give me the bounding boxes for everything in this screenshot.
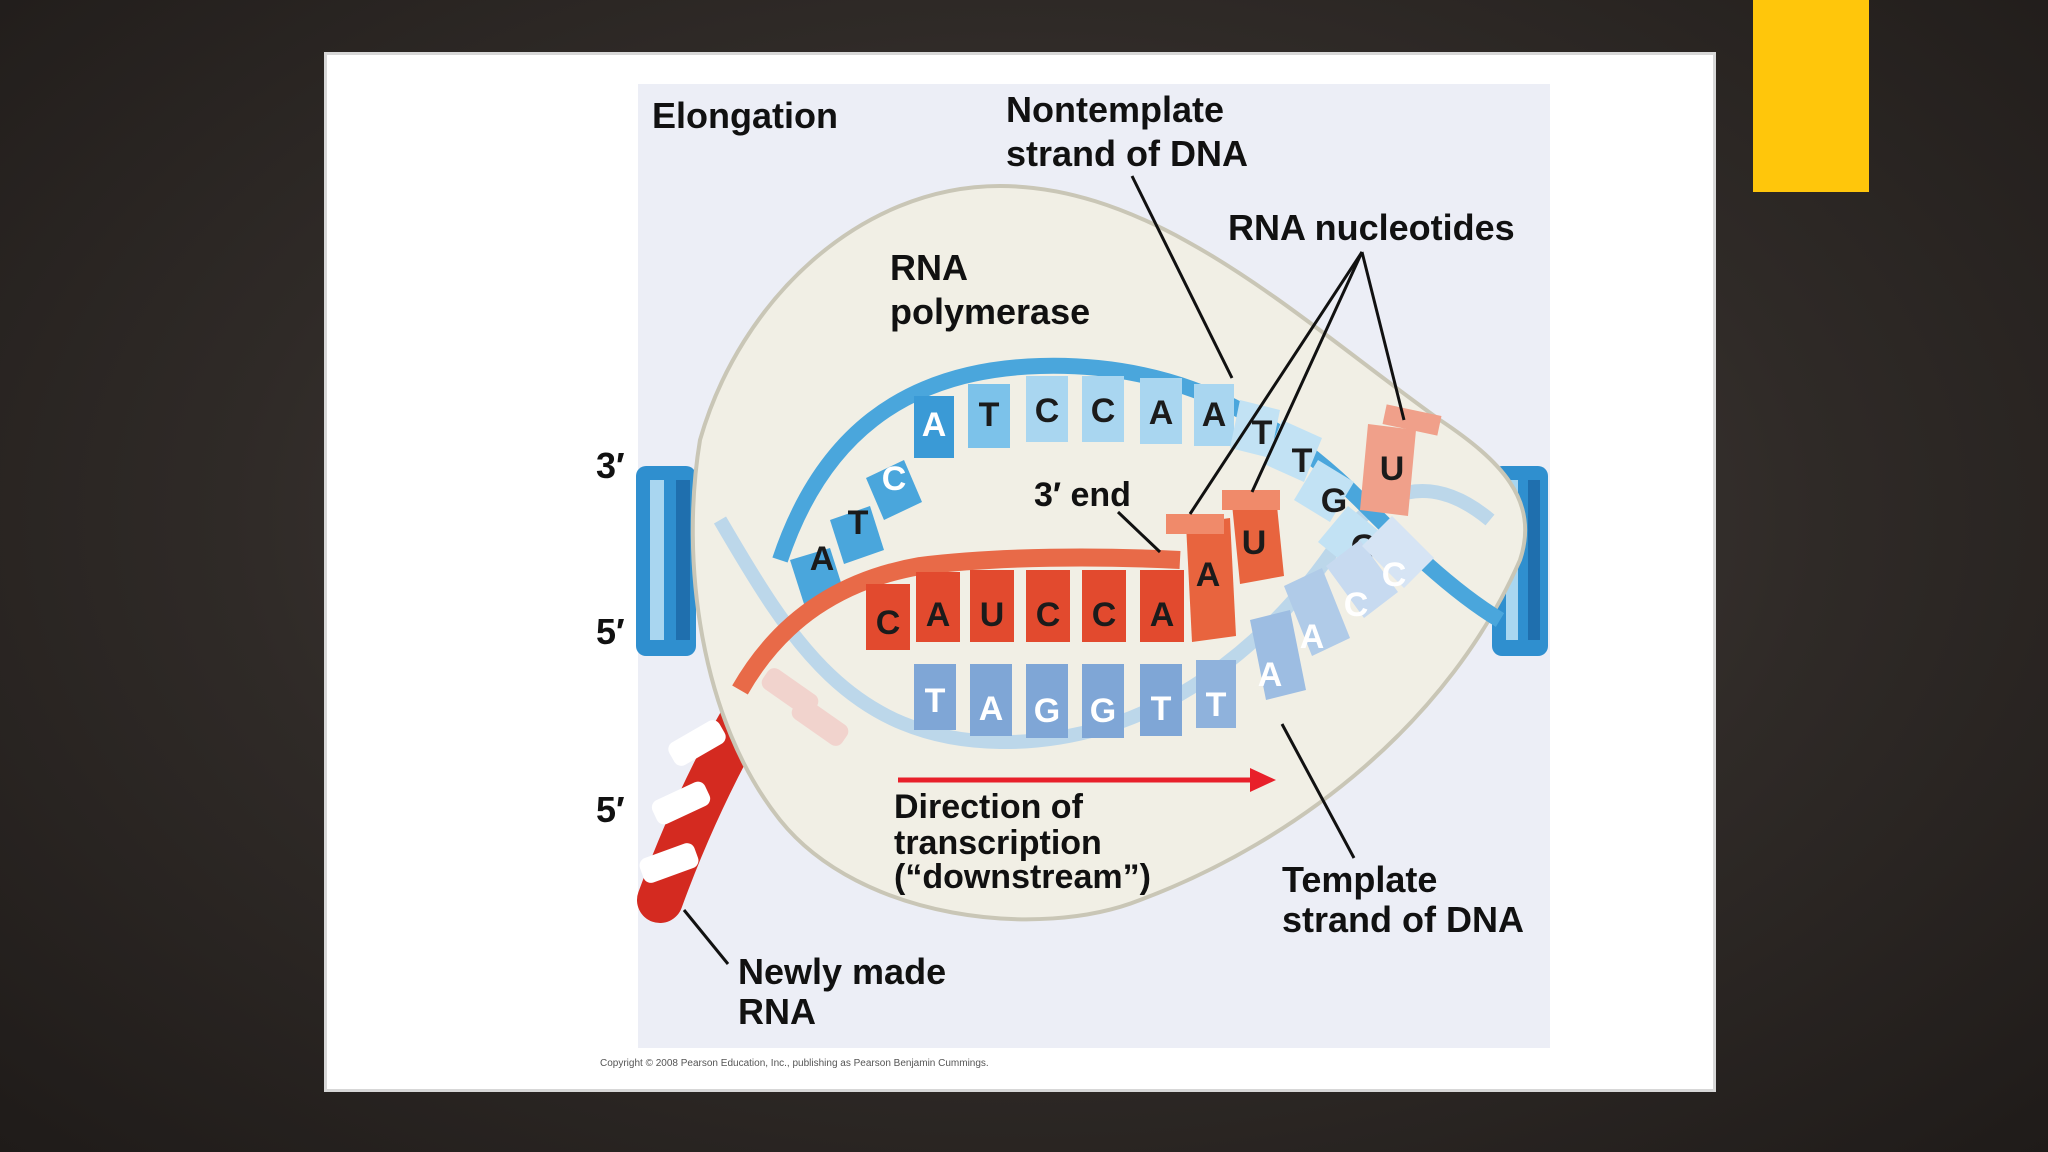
template-base: G (1090, 692, 1116, 730)
rna-base: C (876, 604, 901, 642)
rna-base: U (980, 596, 1005, 634)
nontemplate-base: A (1149, 394, 1174, 432)
rna-base: A (1196, 556, 1221, 594)
rna-base: C (1092, 596, 1117, 634)
nontemplate-base: T (848, 504, 869, 542)
rna-transcript: C A U C C A A U (732, 490, 1284, 695)
rna-base: A (1150, 596, 1175, 634)
label-newly-made-rna: Newly made (738, 951, 946, 992)
label-newly-made-rna: RNA (738, 991, 816, 1032)
leader-lines (682, 175, 1406, 965)
template-base: T (1151, 690, 1172, 728)
accent-tab (1753, 0, 1869, 192)
label-template-strand: strand of DNA (1282, 899, 1524, 940)
direction-arrow (898, 768, 1276, 792)
labels: Elongation Nontemplate strand of DNA RNA… (596, 89, 1524, 1069)
nontemplate-base: G (1321, 482, 1347, 520)
label-direction: transcription (894, 824, 1102, 862)
rna-base: A (926, 596, 951, 634)
label-direction: Direction of (894, 788, 1084, 826)
nontemplate-strand: A T C A T C C A A T T G G (790, 376, 1380, 604)
label-rna-polymerase: RNA (890, 247, 968, 288)
label-direction: (“downstream”) (894, 858, 1151, 896)
label-rna-polymerase: polymerase (890, 291, 1090, 332)
rna-base: C (1036, 596, 1061, 634)
figure-title: Elongation (652, 95, 838, 136)
label-rna-nucleotides: RNA nucleotides (1228, 207, 1515, 248)
template-base: C (1344, 586, 1369, 624)
nontemplate-base: A (922, 406, 947, 444)
template-base: C (1382, 556, 1407, 594)
label-nontemplate: strand of DNA (1006, 133, 1248, 174)
nontemplate-base: T (979, 396, 1000, 434)
free-rna-nucleotide: U (1360, 404, 1442, 516)
strand-end-top-left: 3′ (596, 445, 625, 486)
nontemplate-base: T (1252, 414, 1273, 452)
nontemplate-base: C (1091, 392, 1116, 430)
nontemplate-base: A (810, 540, 835, 578)
template-base: T (925, 682, 946, 720)
label-nontemplate: Nontemplate (1006, 89, 1224, 130)
strand-end-mid-left: 5′ (596, 611, 625, 652)
template-base: T (1206, 686, 1227, 724)
template-base: A (1258, 656, 1283, 694)
rna-upstream-faded (761, 668, 849, 746)
template-base: A (979, 690, 1004, 728)
nontemplate-base: C (882, 460, 907, 498)
rna-base: U (1242, 524, 1267, 562)
label-three-prime-end: 3′ end (1034, 476, 1131, 514)
template-base: G (1034, 692, 1060, 730)
dna-left-stub (636, 466, 696, 656)
nontemplate-base: T (1292, 442, 1313, 480)
svg-text:U: U (1380, 450, 1405, 488)
copyright-line: Copyright © 2008 Pearson Education, Inc.… (600, 1058, 989, 1069)
template-base: A (1300, 618, 1325, 656)
strand-end-bottom-left: 5′ (596, 789, 625, 830)
nontemplate-base: C (1035, 392, 1060, 430)
template-strand: T A G G T T A A C C (914, 516, 1434, 738)
label-template-strand: Template (1282, 859, 1437, 900)
nontemplate-base: A (1202, 396, 1227, 434)
